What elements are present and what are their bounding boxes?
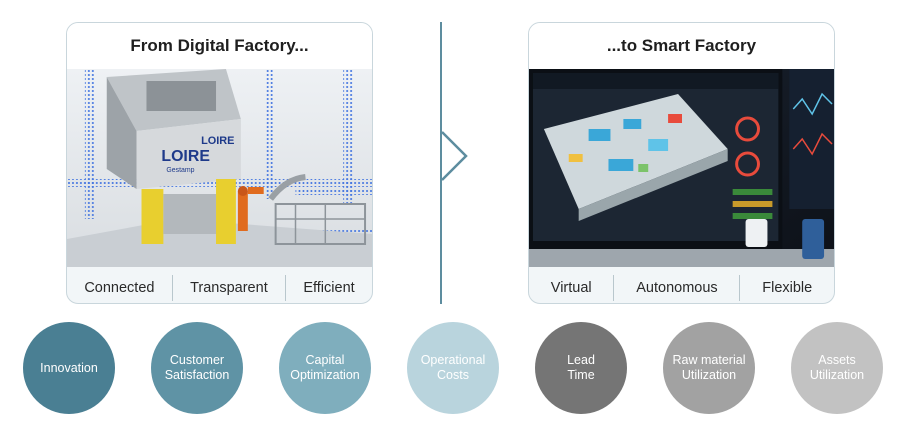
benefit-innovation: Innovation	[23, 322, 115, 414]
loire-logo: LOIRE	[161, 148, 210, 165]
gestamp-logo: Gestamp	[166, 167, 194, 174]
benefit-line1: Operational	[420, 353, 486, 367]
smart-factory-title: ...to Smart Factory	[529, 23, 834, 69]
attribute-flexible: Flexible	[762, 280, 813, 296]
digital-factory-panel: From Digital Factory...	[66, 22, 373, 304]
press-machine-illustration: LOIRE LOIRE Gestamp	[67, 69, 372, 267]
benefit-line1: Customer	[169, 353, 225, 367]
smart-factory-panel: ...to Smart Factory	[528, 22, 835, 304]
loire-logo-side: LOIRE	[201, 135, 234, 147]
attribute-divider	[171, 275, 173, 301]
benefit-line1: Capital	[305, 353, 345, 367]
attribute-autonomous: Autonomous	[636, 280, 718, 296]
factory-dashboard-illustration	[529, 69, 834, 267]
attribute-divider	[285, 275, 287, 301]
benefit-line2: Costs	[437, 368, 469, 382]
chevron-right-icon	[441, 131, 468, 181]
attribute-virtual: Virtual	[550, 280, 592, 296]
benefit-line2: Satisfaction	[164, 368, 230, 382]
smart-factory-image	[529, 69, 834, 267]
attribute-efficient: Efficient	[303, 280, 355, 296]
digital-factory-title: From Digital Factory...	[67, 23, 372, 69]
attribute-connected: Connected	[84, 280, 155, 296]
benefit-line1: Lead	[567, 353, 595, 367]
attribute-divider	[613, 275, 615, 301]
benefit-line1: Assets	[818, 353, 856, 367]
attribute-divider	[739, 275, 741, 301]
attribute-transparent: Transparent	[190, 280, 268, 296]
benefit-line2: Utilization	[681, 368, 737, 382]
benefit-line1: Raw material	[672, 353, 746, 367]
benefit-line2: Optimization	[290, 368, 360, 382]
benefit-line2: Time	[567, 368, 595, 382]
smart-factory-attributes: Virtual Autonomous Flexible	[529, 275, 834, 301]
digital-factory-image: LOIRE LOIRE Gestamp	[67, 69, 372, 267]
benefit-line1: Innovation	[40, 360, 98, 375]
benefit-line2: Utilization	[809, 368, 865, 382]
center-divider	[440, 22, 442, 304]
digital-factory-attributes: Connected Transparent Efficient	[67, 275, 372, 301]
